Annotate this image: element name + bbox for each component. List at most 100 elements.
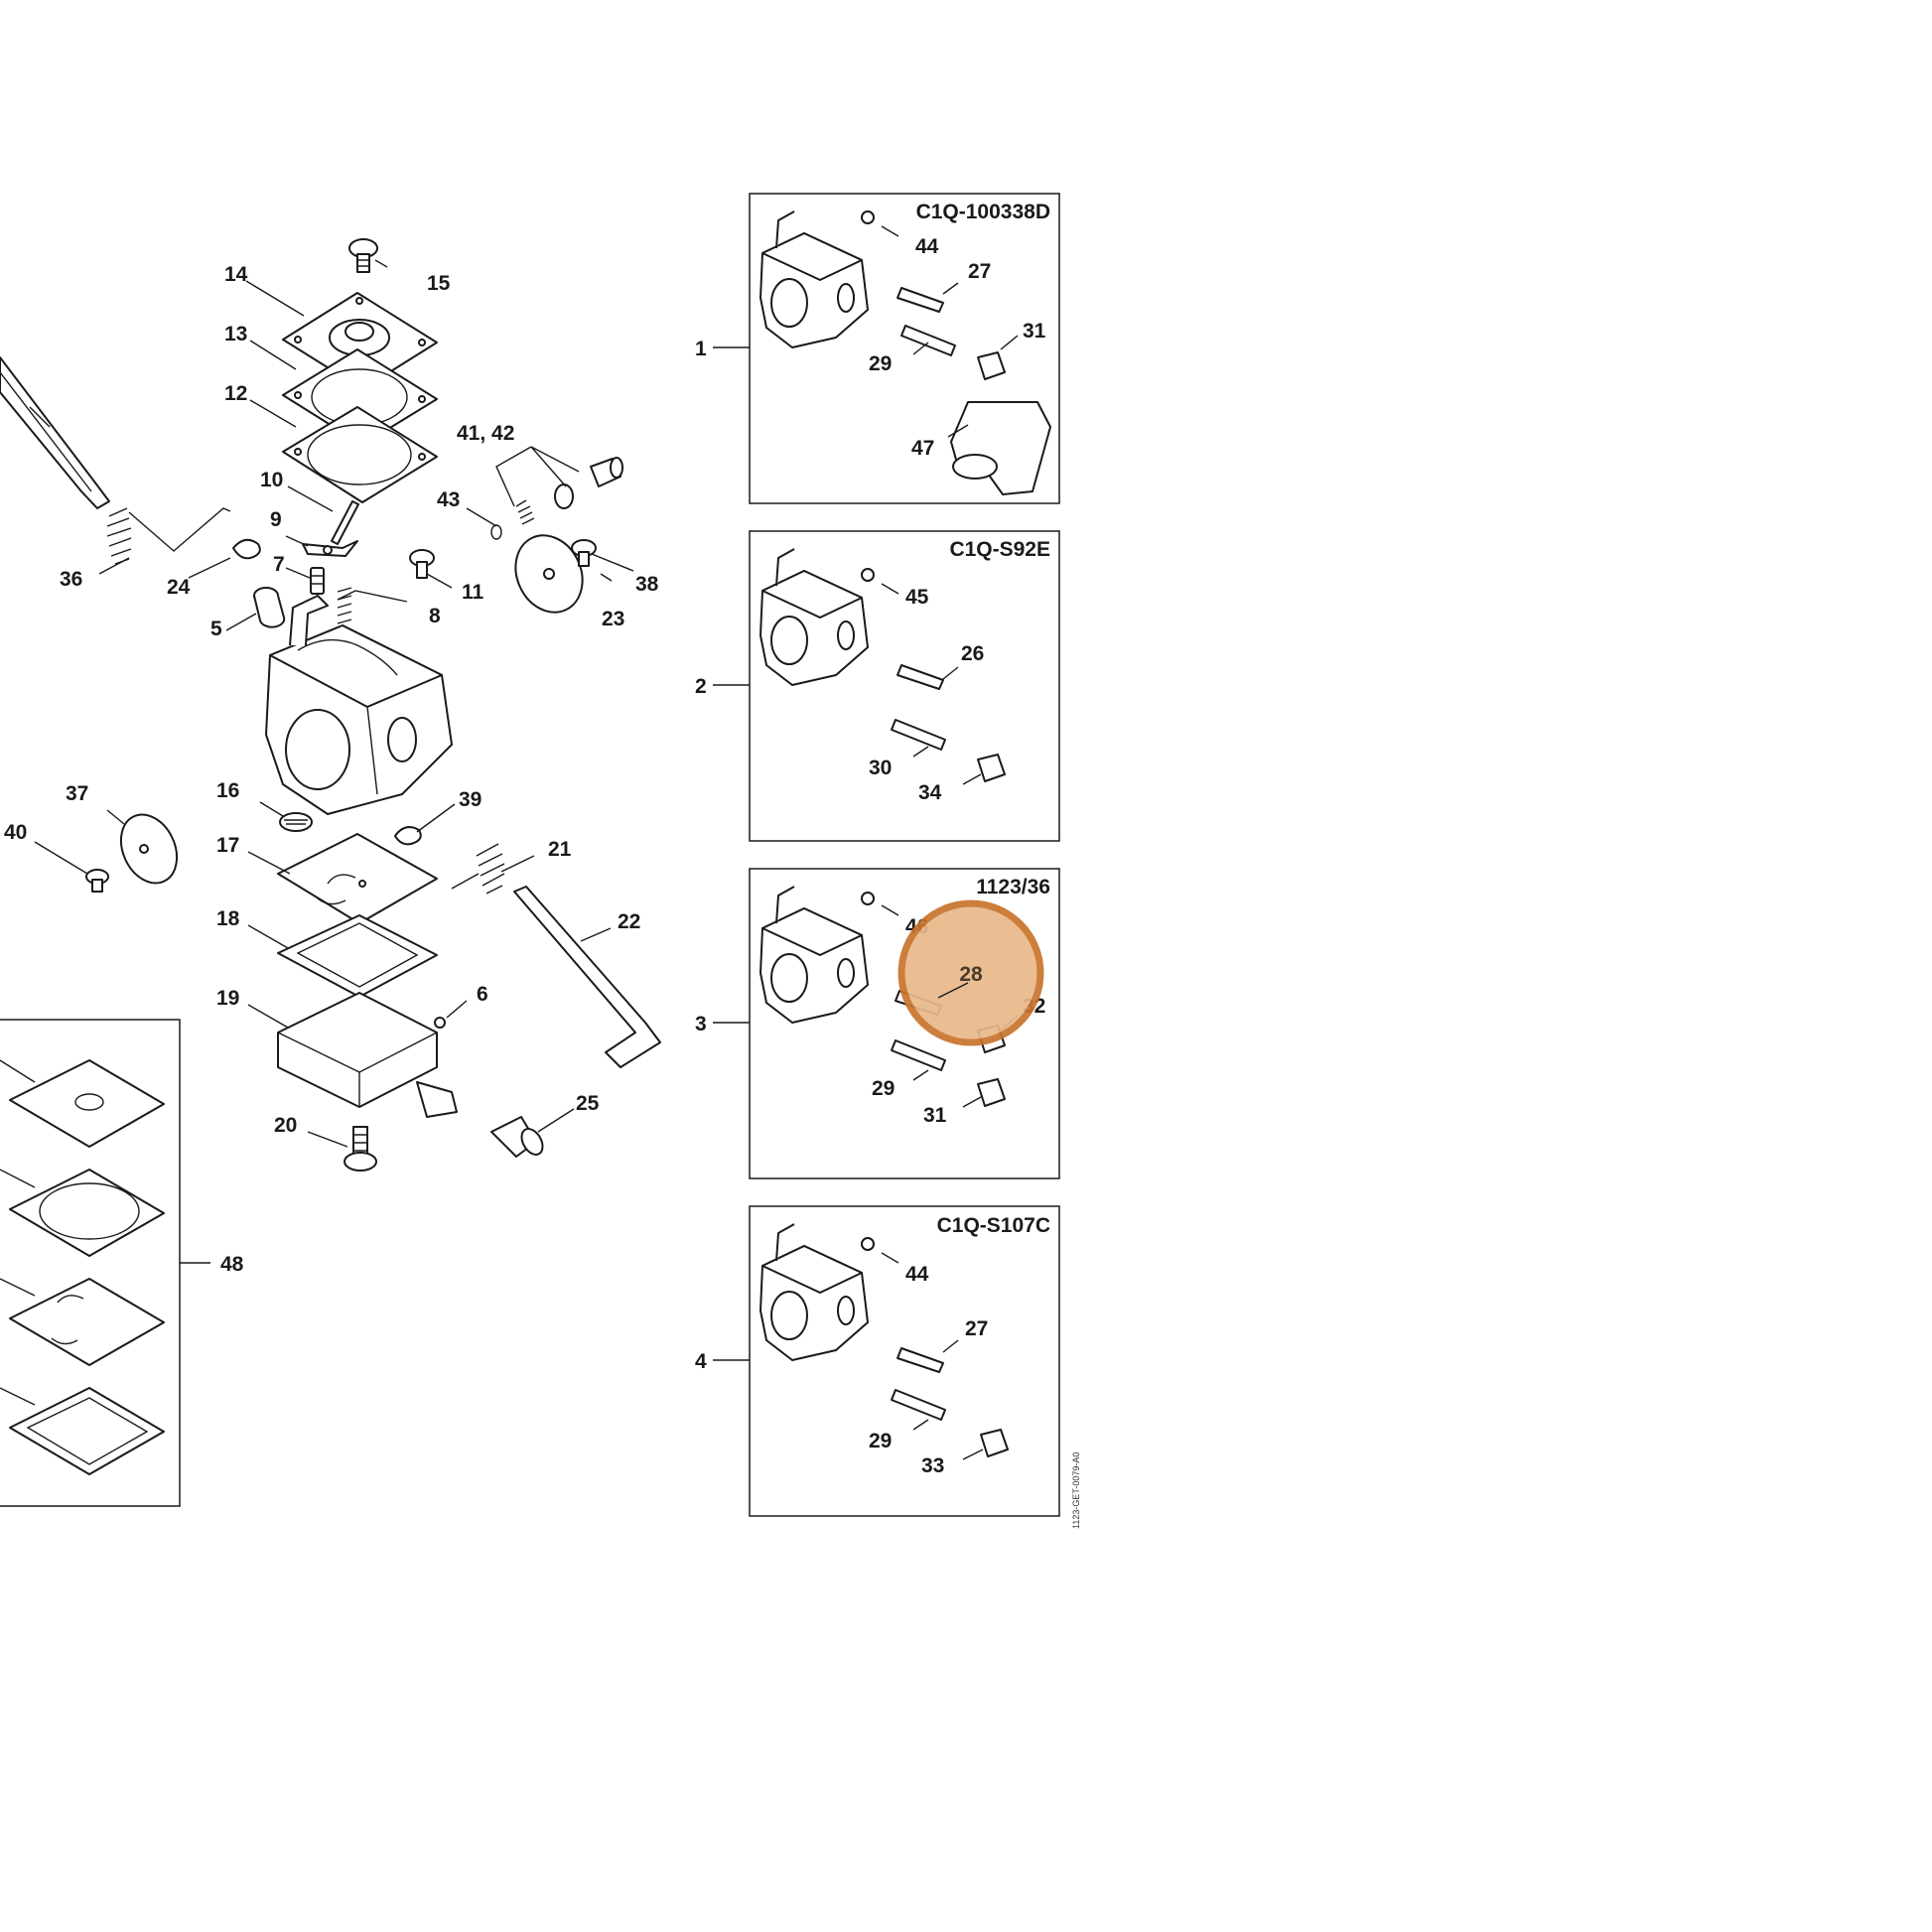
variant-panels: 1 C1Q-100338D 44 27 31 29 47: [695, 193, 1060, 1517]
part-9-lever[interactable]: [302, 540, 358, 557]
label-19: 19: [216, 987, 239, 1010]
part-5-plug[interactable]: [253, 587, 286, 628]
label-13: 13: [224, 323, 247, 345]
highlight-circle[interactable]: [897, 899, 1044, 1046]
label-11: 11: [462, 581, 484, 604]
part-38-screw[interactable]: [571, 539, 597, 567]
part-throttle-shaft[interactable]: [0, 356, 110, 509]
variant-2-label-26: 26: [961, 642, 984, 665]
variant-4-part-29: [891, 1389, 946, 1421]
variant-box-4: [749, 1205, 1060, 1517]
part-8-spring[interactable]: [337, 587, 352, 624]
variant-3-label-31: 31: [923, 1104, 947, 1127]
label-39: 39: [459, 788, 482, 811]
variant-panel-2[interactable]: 2 C1Q-S92E 45 26 30 34: [695, 530, 1060, 842]
variant-1-part-47: [950, 401, 1051, 495]
highlight-marker[interactable]: 28: [897, 899, 1044, 1046]
kit-pump-gasket: [9, 1169, 165, 1257]
variant-panel-1[interactable]: 1 C1Q-100338D 44 27 31 29 47: [695, 193, 1060, 504]
label-12: 12: [224, 382, 247, 405]
part-36-spring[interactable]: [106, 507, 231, 565]
variant-number-2: 2: [695, 675, 707, 698]
part-16-screen[interactable]: [279, 812, 313, 832]
kit-leaders: [0, 1059, 36, 1406]
variant-2-label-30: 30: [869, 757, 892, 779]
variant-2-carb-icon: [759, 548, 869, 686]
part-18-gasket[interactable]: [277, 914, 438, 998]
part-6-ball[interactable]: [434, 1017, 446, 1029]
label-41-42: 41, 42: [457, 422, 514, 445]
label-5: 5: [210, 618, 222, 640]
label-23: 23: [602, 608, 624, 630]
variant-3-part-46: [861, 892, 875, 905]
variant-3-part-31: [977, 1078, 1006, 1107]
part-21-spring[interactable]: [451, 843, 505, 895]
label-20: 20: [274, 1114, 297, 1137]
part-17-gasket[interactable]: [277, 833, 438, 924]
part-23-plate[interactable]: [503, 524, 595, 623]
variant-2-label-45: 45: [905, 586, 929, 609]
label-38: 38: [635, 573, 659, 596]
variant-1-label-44: 44: [915, 235, 939, 258]
variant-number-1: 1: [695, 338, 707, 360]
part-11-screw[interactable]: [409, 549, 435, 579]
gasket-kit-48[interactable]: 48: [0, 1019, 244, 1507]
variant-3-carb-icon: [759, 886, 869, 1024]
part-39-clip[interactable]: [394, 826, 422, 846]
label-17: 17: [216, 834, 239, 857]
variant-code-3: 1123/36: [976, 876, 1050, 898]
leader-lines: [34, 259, 634, 1148]
label-10: 10: [260, 469, 283, 491]
variant-number-3: 3: [695, 1013, 707, 1035]
part-25-screw[interactable]: [490, 1116, 547, 1159]
variant-1-part-31: [977, 351, 1006, 380]
highlight-leader: [937, 982, 969, 999]
variant-panel-4[interactable]: 4 C1Q-S107C 44 27 29 33: [695, 1205, 1060, 1517]
kit-metering-gasket: [9, 1278, 165, 1366]
label-16: 16: [216, 779, 239, 802]
part-carburetor-body[interactable]: [265, 595, 453, 815]
part-20-screw[interactable]: [344, 1126, 377, 1172]
label-18: 18: [216, 907, 240, 930]
label-6: 6: [477, 983, 488, 1006]
variant-4-label-44: 44: [905, 1263, 929, 1286]
variant-4-label-33: 33: [921, 1454, 944, 1477]
label-8: 8: [429, 605, 441, 627]
variant-1-label-29: 29: [869, 352, 892, 375]
highlight-label: 28: [959, 963, 983, 986]
kit-metering-diaphragm: [9, 1387, 165, 1475]
part-12-gasket[interactable]: [282, 406, 438, 503]
part-15-screw[interactable]: [348, 238, 378, 273]
variant-4-part-27: [897, 1347, 944, 1373]
main-labels: 14 15 13 12 41, 42 10 43 9 7 36 24 11 38…: [4, 263, 659, 1137]
part-43-spring[interactable]: [490, 499, 535, 540]
variant-2-part-30: [891, 719, 946, 751]
variant-1-part-27: [897, 287, 944, 313]
variant-4-label-27: 27: [965, 1317, 988, 1340]
part-40-screw[interactable]: [85, 869, 109, 893]
kit-pump-diaphragm: [9, 1059, 165, 1148]
part-7-needle[interactable]: [310, 567, 325, 595]
variant-2-label-34: 34: [918, 781, 942, 804]
variant-3-label-29: 29: [872, 1077, 895, 1100]
label-22: 22: [618, 910, 640, 933]
variant-box-3: [749, 868, 1060, 1179]
drawing-reference-code: 1123-GET-0079-A0: [1071, 1452, 1081, 1529]
variant-4-part-44: [861, 1237, 875, 1251]
part-41-42-sleeve[interactable]: [554, 457, 623, 509]
part-22-shaft[interactable]: [513, 886, 661, 1068]
variant-box-1: [749, 193, 1060, 504]
variant-1-part-44: [861, 210, 875, 224]
label-9: 9: [270, 508, 282, 531]
label-24: 24: [167, 576, 191, 599]
label-40: 40: [4, 821, 27, 844]
part-37-plate[interactable]: [110, 805, 188, 892]
label-36: 36: [60, 568, 82, 591]
part-10-pin[interactable]: [331, 500, 359, 545]
variant-1-label-31: 31: [1023, 320, 1046, 343]
variant-1-label-47: 47: [911, 437, 934, 460]
part-24-clip[interactable]: [232, 538, 261, 560]
part-19-housing[interactable]: [277, 992, 458, 1118]
variant-1-carb-icon: [759, 210, 869, 348]
variant-code-4: C1Q-S107C: [937, 1214, 1050, 1237]
